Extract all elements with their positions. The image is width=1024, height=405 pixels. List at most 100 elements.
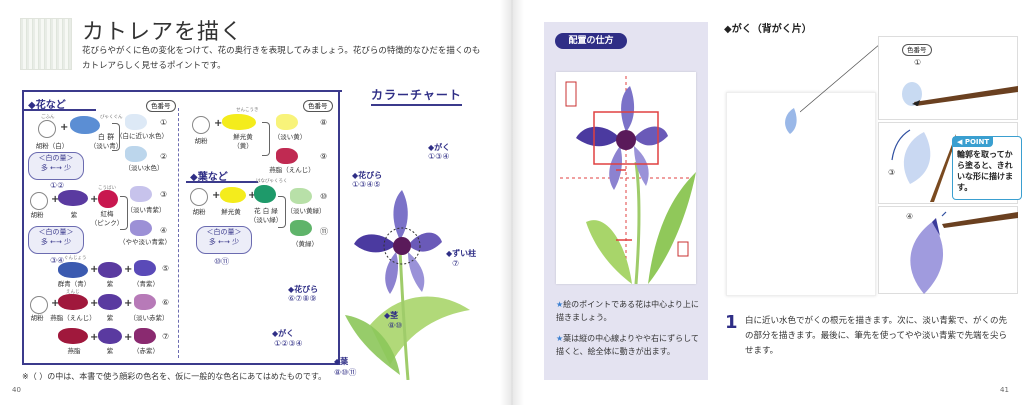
layout-guide-label: 配置の仕方 [555,33,627,49]
ultramarine-paint-blob [58,262,88,278]
step-text: 白に近い水色でがくの根元を描きます。次に、淡い青紫で、がくの先の部分を描きます。… [745,316,1008,356]
note-text: 絵のポイントである花は中心より上に描きましょう。 [556,300,699,322]
purple-paint-blob [98,328,122,344]
paint-name: 紫 [106,347,114,355]
sepal-lower-left [385,252,398,294]
plus-sign: + [124,264,133,275]
paint-name: 紅梅 [100,210,114,218]
seal-stamp [565,81,577,107]
petal-left [576,126,620,147]
paint-name: 白 群 [97,133,115,141]
leaf [370,296,470,365]
paint-subname: （ピンク） [90,219,124,227]
frame-right-line [338,90,340,364]
paint-mark [903,132,931,184]
result-swatch [276,148,298,164]
sepal-section-title: ◆がく（背がく片） [724,24,812,35]
book-gutter [500,0,524,405]
plus-sign: + [214,118,223,129]
label-sepal-top-nums: ①③④ [428,152,450,161]
label-leaf-nums: ⑧⑩⑪ [334,368,357,377]
result-swatch [290,220,312,236]
paint-name: 花 白 緑 [254,207,278,215]
label-sepal-lower: ◆がく [272,329,295,338]
label-stem-nums: ⑧⑩ [388,321,403,330]
flower-section-heading: ◆花など [28,100,66,111]
leaf [586,220,632,284]
paint-name: 胡粉（白） [35,142,69,150]
result-name: （淡い黄緑） [286,207,326,215]
leaf-section-heading: ◆葉など [190,172,228,183]
blue-paint-blob [70,116,100,134]
green-paint-blob [254,185,276,203]
result-name: （青紫） [133,280,159,288]
stroke-arrow [941,211,947,217]
color-number: ⑤ [162,264,170,273]
white-amount-pill: ＜白の量＞ 多 ←→ 少 [196,226,252,254]
result-name: （赤紫） [133,347,159,355]
paint-name: 紫 [106,280,114,288]
paint-name: 紫 [106,314,114,322]
color-number: ⑧ [320,118,328,127]
result-name: （淡い黄） [273,133,307,141]
page-number-left: 40 [12,386,21,394]
bracket [262,122,270,156]
paint-name: 胡粉 [30,314,44,322]
label-petal-top: ◆花びら [352,171,383,180]
result-swatch [276,114,298,130]
layout-diagram [560,76,696,284]
ruby-text: えんじ [66,290,80,295]
carmine-paint-blob [58,294,88,310]
page-title: カトレアを描く [82,20,244,45]
brush-icon [914,86,1018,106]
point-header: ◀ POINT [953,137,994,147]
white-paint-circle [30,296,48,314]
sepal-lower-right [408,252,425,292]
small-sepal [785,108,797,134]
frame-top-line [22,90,342,92]
page-number-right: 41 [1000,386,1009,394]
white-paint-circle [190,188,208,206]
stem [398,249,410,380]
pill-top: ＜白の量＞ [206,228,242,236]
bracket [120,196,128,230]
white-paint-circle [30,192,48,210]
pill-top: ＜白の量＞ [38,154,74,162]
layout-note-2: ★葉は縦の中心線よりやや右にずらして描くと、絵全体に動きが出ます。 [556,332,702,358]
leaf [648,172,696,284]
pointer-line [800,43,881,113]
brush-tip [912,100,920,106]
bracket [278,196,286,228]
ruby-text: せんこうき [236,108,259,113]
purple-paint-blob [98,262,122,278]
white-paint-circle [38,120,56,138]
paint-name: 鮮光黄 [221,208,241,216]
paint-name: 紫 [70,211,78,219]
crimson-paint-blob [98,190,118,208]
color-number: ⑩ [320,192,328,201]
pill-bottom: 多 ←→ 少 [40,164,72,172]
ruby-text: びゃくぐん [100,115,123,120]
note-text: 葉は縦の中心線よりやや右にずらして描くと、絵全体に動きが出ます。 [556,334,699,356]
paint-name: 胡粉 [192,208,206,216]
paint-name: 群青（青） [57,280,91,288]
panel-number: ① [914,58,922,67]
color-number: ④ [160,226,168,235]
color-number: ⑪ [320,227,328,236]
carmine-paint-blob [58,328,88,344]
result-name: （黄緑） [292,240,318,248]
pointer-line [800,43,881,113]
paint-mark [902,82,922,106]
orchid-illustration [345,190,470,380]
seal-stamp [677,241,689,257]
result-name: （やや淡い青紫） [119,238,171,246]
result-swatch [125,146,147,162]
heading-underline [24,109,96,111]
white-amount-pill: ＜白の量＞ 多 ←→ 少 [28,152,84,180]
plus-sign: + [212,190,221,201]
brush-stroke-2 [891,129,956,202]
color-chart-title: カラーチャート [371,86,462,106]
label-petal-lower: ◆花びら [288,285,319,294]
paint-subname: （黄） [233,142,253,150]
step-number: 1 [725,312,738,333]
